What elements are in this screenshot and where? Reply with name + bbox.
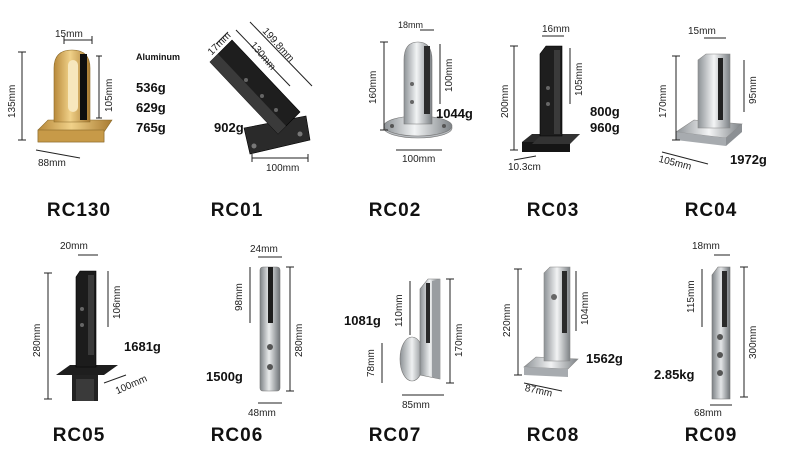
product-drawing-rc03 — [510, 35, 580, 161]
dim-label: 135mm — [7, 84, 18, 118]
product-code: RC04 — [684, 200, 738, 221]
dim-label: 100mm — [266, 163, 300, 174]
weight-label: 1081g — [344, 313, 381, 328]
product-code: RC03 — [526, 200, 580, 221]
dim-label: 98mm — [234, 283, 245, 311]
dim-label: 88mm — [38, 158, 66, 169]
dim-label: 18mm — [692, 241, 720, 252]
dim-label: 24mm — [250, 244, 278, 255]
dim-label: 110mm — [394, 294, 405, 327]
weight-label: 629g — [136, 100, 166, 115]
weight-label: 902g — [214, 120, 244, 135]
dim-label: 85mm — [402, 400, 430, 411]
product-card-rc03: 16mm 200mm 105mm 10.3cm 800g 960g RC03 — [474, 0, 632, 226]
dim-label: 170mm — [454, 323, 465, 357]
dim-label: 160mm — [368, 70, 379, 104]
dim-label: 48mm — [248, 408, 276, 419]
weight-label: 1972g — [730, 152, 767, 167]
product-drawing-rc06 — [249, 256, 294, 404]
dim-label: 280mm — [32, 323, 43, 357]
product-code: RC07 — [368, 425, 422, 446]
dim-label: 280mm — [294, 323, 305, 357]
dim-label: 100mm — [402, 154, 436, 165]
product-code: RC06 — [210, 425, 264, 446]
product-drawing-rc09 — [701, 254, 748, 406]
dim-label: 300mm — [748, 325, 759, 359]
dim-label: 78mm — [366, 349, 377, 377]
product-card-rc05: 20mm 280mm 106mm 100mm 1681g RC05 — [0, 227, 161, 453]
weight-label: 2.85kg — [654, 367, 695, 382]
dim-label: 200mm — [500, 84, 511, 118]
product-card-rc09: 18mm 115mm 300mm 68mm 2.85kg RC09 — [632, 227, 790, 453]
product-drawing-rc07 — [381, 278, 454, 396]
dim-label: 104mm — [580, 291, 591, 325]
dim-label: 15mm — [55, 29, 83, 40]
product-code: RC09 — [684, 425, 738, 446]
weight-label: 1044g — [436, 106, 473, 121]
dim-label: 68mm — [694, 408, 722, 419]
product-code: RC08 — [526, 425, 580, 446]
dim-label: 95mm — [748, 76, 759, 104]
dim-label: 220mm — [502, 303, 513, 337]
weight-label: 1500g — [206, 369, 243, 384]
product-card-rc04: 15mm 170mm 95mm 105mm 1972g RC04 — [632, 0, 790, 226]
dim-label: 15mm — [688, 26, 716, 37]
dim-label: 105mm — [104, 78, 115, 112]
dim-label: 105mm — [574, 62, 585, 96]
product-drawing-rc01 — [209, 21, 313, 162]
product-drawing-rc02 — [380, 29, 453, 151]
dim-label: 170mm — [658, 84, 669, 118]
product-card-rc130: 15mm 135mm 105mm 88mm Aluminum 536g 629g… — [0, 0, 180, 226]
weight-label: 960g — [590, 120, 620, 135]
product-card-rc02: 18mm 160mm 100mm 100mm 1044g RC02 — [316, 0, 474, 226]
weight-label: 1562g — [586, 351, 623, 366]
weight-label: 536g — [136, 80, 166, 95]
product-drawing-rc04 — [661, 37, 745, 165]
weight-label: 800g — [590, 104, 620, 119]
dim-label: 20mm — [60, 241, 88, 252]
dim-label: 100mm — [444, 58, 455, 92]
product-code: RC130 — [46, 200, 112, 221]
product-card-rc07: 110mm 78mm 170mm 85mm 1081g RC07 — [316, 227, 474, 453]
product-card-rc08: 220mm 104mm 87mm 1562g RC08 — [474, 227, 632, 453]
dim-label: 106mm — [112, 285, 123, 319]
dim-label: 18mm — [398, 20, 424, 30]
weight-label: 1681g — [124, 339, 161, 354]
product-card-rc01: 17mm 130mm 199.8mm 100mm 902g RC01 — [158, 0, 316, 226]
material-label: Aluminum — [136, 52, 180, 62]
weight-label: 765g — [136, 120, 166, 135]
dim-label: 115mm — [686, 280, 697, 313]
product-drawing-rc08 — [514, 266, 579, 392]
product-drawing-rc05 — [44, 254, 127, 401]
product-code: RC02 — [368, 200, 422, 221]
dim-label: 16mm — [542, 24, 570, 35]
product-code: RC05 — [52, 425, 106, 446]
product-drawing-rc130 — [18, 36, 113, 159]
product-card-rc06: 24mm 98mm 280mm 48mm 1500g RC06 — [158, 227, 316, 453]
product-code: RC01 — [210, 200, 264, 221]
dim-label: 10.3cm — [508, 162, 541, 173]
